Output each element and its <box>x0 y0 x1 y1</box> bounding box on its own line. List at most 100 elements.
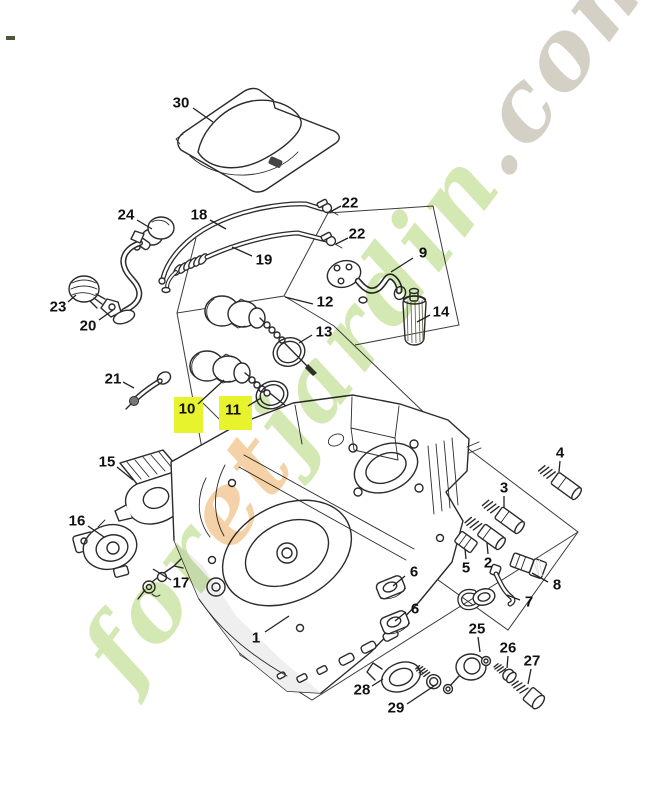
highlight-box-11[interactable] <box>219 396 252 430</box>
part-19-fuel-hose <box>161 230 333 294</box>
leader-line-19 <box>231 246 253 257</box>
part-26-screw <box>493 663 517 684</box>
part-label-26[interactable]: 26 <box>500 640 517 657</box>
leader-line-12 <box>284 296 314 305</box>
part-30-cover <box>175 87 340 193</box>
part-label-18[interactable]: 18 <box>191 207 208 224</box>
leader-line-22 <box>329 205 342 213</box>
leader-line-7 <box>506 594 521 601</box>
part-5-sleeve <box>454 530 478 554</box>
part-label-6[interactable]: 6 <box>411 601 419 618</box>
leader-line-21 <box>122 381 135 389</box>
part-label-24[interactable]: 24 <box>118 207 135 224</box>
cover-tab <box>268 156 283 168</box>
part-20-tube <box>100 230 145 325</box>
part-label-25[interactable]: 25 <box>469 621 486 638</box>
leader-line-28 <box>371 678 384 687</box>
part-label-1[interactable]: 1 <box>252 630 260 647</box>
part-label-15[interactable]: 15 <box>99 454 116 471</box>
part-label-19[interactable]: 19 <box>256 252 273 269</box>
part-22-clamp-b <box>320 231 343 249</box>
part-label-17[interactable]: 17 <box>173 575 190 592</box>
leader-line-20 <box>98 309 114 321</box>
parts-layer <box>68 87 583 710</box>
leader-line-22 <box>335 237 349 245</box>
leader-line-14 <box>416 314 431 323</box>
part-label-13[interactable]: 13 <box>316 324 333 341</box>
leader-line-10 <box>197 379 225 405</box>
part-label-3[interactable]: 3 <box>500 480 508 497</box>
part-label-27[interactable]: 27 <box>524 653 541 670</box>
part-12-oil-pump <box>204 295 317 376</box>
part-6-pad-b <box>379 610 411 635</box>
part-label-20[interactable]: 20 <box>80 318 97 335</box>
part-8-valve <box>509 552 548 579</box>
part-label-12[interactable]: 12 <box>317 294 334 311</box>
part-25-bracket <box>442 653 492 695</box>
part-label-10-highlighted[interactable]: 10 <box>179 401 196 418</box>
leader-line-17 <box>152 568 172 581</box>
leader-line-8 <box>531 572 549 583</box>
leader-line-13 <box>298 334 313 344</box>
part-label-28[interactable]: 28 <box>354 682 371 699</box>
crankcase-shading <box>174 540 321 693</box>
part-label-30[interactable]: 30 <box>173 95 190 112</box>
hose-bellows <box>173 253 208 276</box>
leader-line-11 <box>247 397 262 407</box>
leader-line-30 <box>192 107 214 123</box>
part-29-screw <box>415 664 442 690</box>
leader-line-6 <box>392 575 406 587</box>
leader-line-27 <box>527 668 532 685</box>
part-label-6[interactable]: 6 <box>410 564 418 581</box>
leader-line-24 <box>136 219 153 230</box>
part-label-2[interactable]: 2 <box>484 555 492 572</box>
part-label-4[interactable]: 4 <box>556 445 565 462</box>
part-22-clamp-a <box>316 198 339 216</box>
leader-line-18 <box>209 219 227 230</box>
leader-line-26 <box>506 655 509 669</box>
leader-line-4 <box>558 460 561 473</box>
part-18-fuel-hose <box>158 201 325 285</box>
part-17-lever <box>137 558 184 600</box>
part-label-23[interactable]: 23 <box>50 299 67 316</box>
part-27-screw <box>511 680 546 710</box>
shaft-tip <box>305 364 317 376</box>
leader-line-29 <box>406 683 438 705</box>
part-28-grommet <box>366 661 424 693</box>
part-16-housing <box>72 519 138 578</box>
part-3-screw <box>481 499 526 535</box>
leader-line-9 <box>390 257 414 273</box>
part-label-11-highlighted[interactable]: 11 <box>225 402 241 419</box>
part-label-8[interactable]: 8 <box>553 577 561 594</box>
leader-line-2 <box>486 542 489 555</box>
part-label-21[interactable]: 21 <box>105 371 122 388</box>
part-label-22[interactable]: 22 <box>342 195 359 212</box>
part-13-o-ring <box>272 337 306 367</box>
part-2-screw <box>464 516 507 551</box>
leader-line-23 <box>67 294 77 303</box>
leader-line-16 <box>87 525 105 538</box>
part-14-fuel-filter <box>402 287 427 346</box>
part-4-screw <box>537 464 583 501</box>
leader-line-5 <box>464 548 467 560</box>
part-9-elbow-connector <box>326 259 407 304</box>
part-21-hose-connector <box>125 371 172 410</box>
part-10-oil-pump <box>189 350 305 424</box>
part-7-oil-line <box>457 563 516 611</box>
scan-artifact <box>6 36 15 40</box>
part-label-7[interactable]: 7 <box>525 594 533 611</box>
part-label-29[interactable]: 29 <box>388 700 405 717</box>
pump-spring <box>248 376 271 397</box>
leader-line-15 <box>116 466 134 481</box>
part-label-5[interactable]: 5 <box>462 560 470 577</box>
part-label-16[interactable]: 16 <box>69 513 86 530</box>
leader-line-25 <box>477 636 481 653</box>
part-label-22[interactable]: 22 <box>349 226 366 243</box>
leader-line-1 <box>264 615 290 633</box>
part-label-9[interactable]: 9 <box>419 245 427 262</box>
part-23-grommet <box>68 275 106 309</box>
part-label-14[interactable]: 14 <box>433 304 450 321</box>
